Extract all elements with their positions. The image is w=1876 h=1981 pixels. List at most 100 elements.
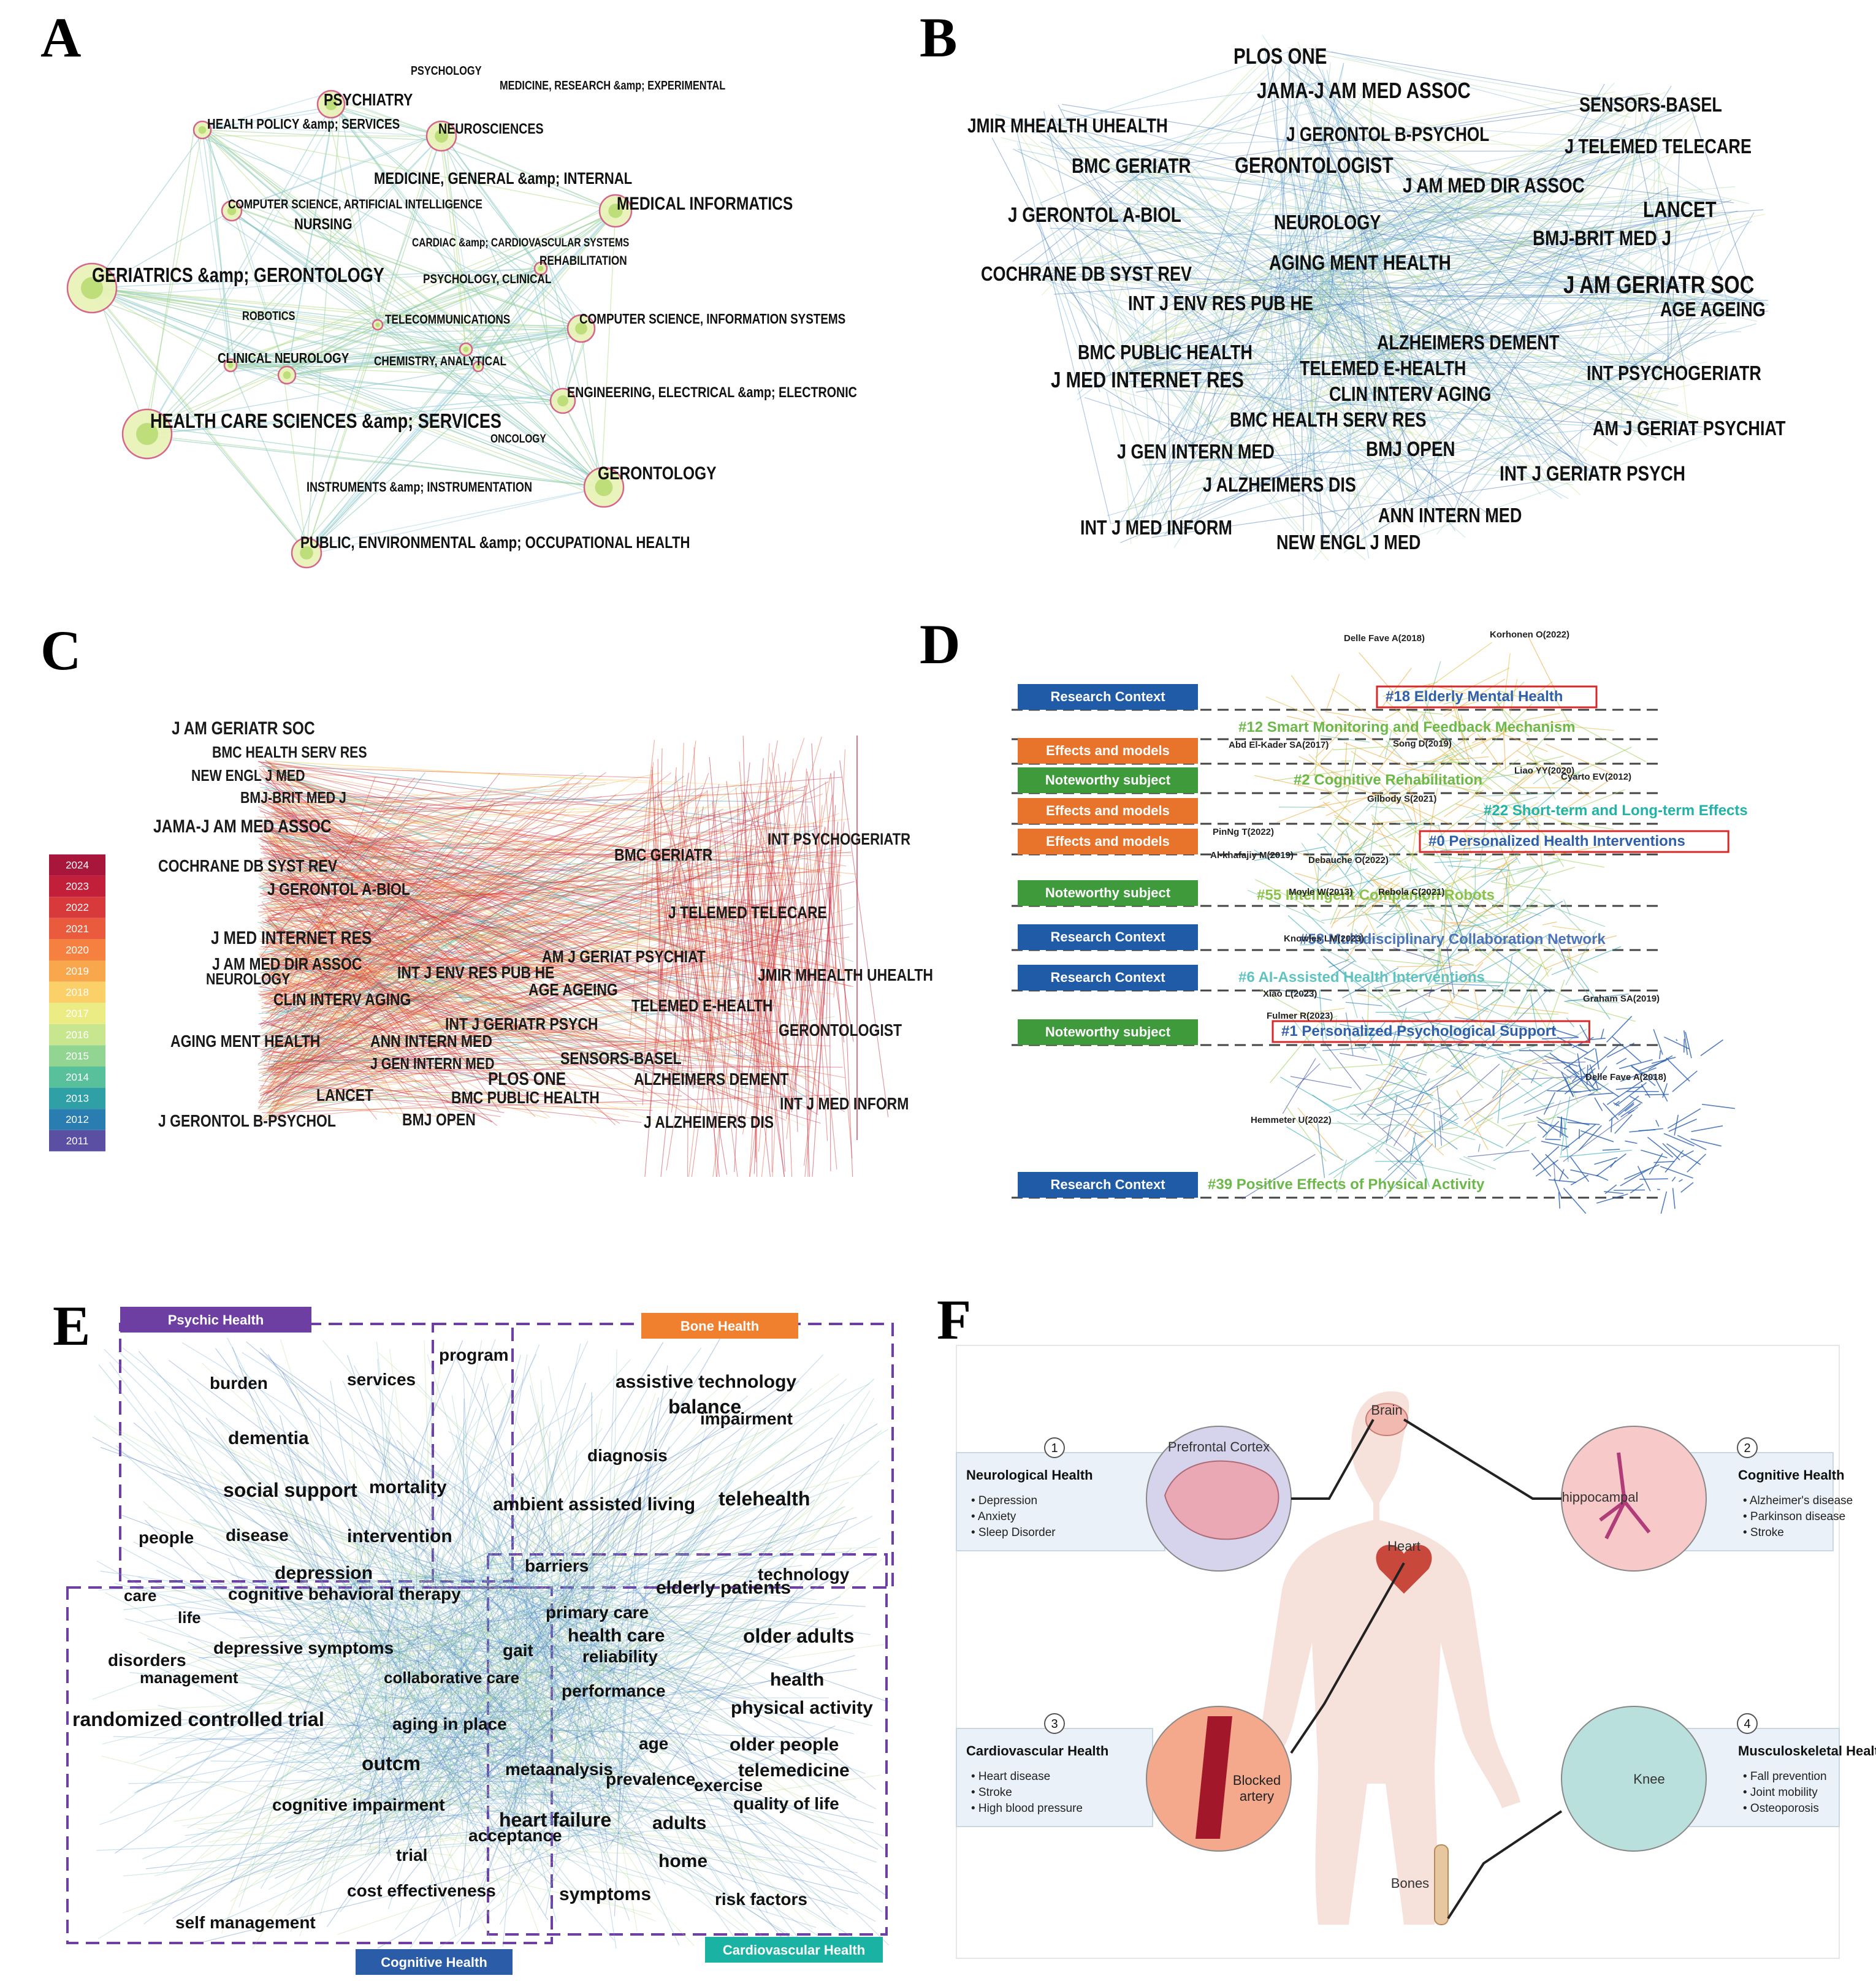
link bbox=[1296, 1063, 1320, 1087]
cluster-label: #2 Cognitive Rehabilitation bbox=[1294, 772, 1482, 788]
keyword: elderly patients bbox=[656, 1578, 791, 1598]
link bbox=[1266, 697, 1315, 718]
legend-year: 2013 bbox=[66, 1093, 89, 1105]
row-tag-label: Effects and models bbox=[1046, 834, 1170, 849]
link bbox=[1465, 1083, 1519, 1120]
link bbox=[1395, 915, 1400, 927]
circle-label: Blocked bbox=[1233, 1773, 1281, 1788]
link bbox=[1595, 1098, 1603, 1111]
keyword: disease bbox=[226, 1526, 289, 1545]
row-tag-label: Research Context bbox=[1050, 929, 1165, 945]
link bbox=[1663, 1083, 1668, 1098]
link bbox=[1687, 1154, 1706, 1173]
link bbox=[283, 370, 307, 553]
legend-year: 2012 bbox=[66, 1114, 89, 1125]
box-item: • Depression bbox=[971, 1494, 1037, 1507]
link bbox=[1335, 817, 1378, 845]
field-label: GERIATRICS &amp; GERONTOLOGY bbox=[92, 265, 384, 287]
row-tag-label: Effects and models bbox=[1046, 743, 1170, 758]
box-item: • Stroke bbox=[971, 1786, 1012, 1799]
row-tag-label: Research Context bbox=[1050, 970, 1165, 985]
field-label: CLINICAL NEUROLOGY bbox=[218, 351, 349, 366]
author-label: Debauche O(2022) bbox=[1308, 855, 1389, 865]
journal-label: INT J ENV RES PUB HE bbox=[1128, 293, 1313, 315]
author-label: Knowles LM(2023) bbox=[1284, 933, 1364, 944]
link bbox=[1493, 1137, 1536, 1161]
field-label: CHEMISTRY, ANALYTICAL bbox=[374, 355, 506, 369]
field-label: MEDICINE, GENERAL &amp; INTERNAL bbox=[374, 170, 632, 188]
link bbox=[1379, 1050, 1427, 1073]
link bbox=[1541, 1141, 1569, 1147]
link bbox=[1553, 858, 1604, 867]
link bbox=[1490, 1005, 1568, 1014]
author-label: Delle Fave A(2018) bbox=[1585, 1072, 1666, 1082]
link bbox=[1611, 1160, 1616, 1167]
link bbox=[1571, 1175, 1588, 1185]
journal-label: BMC GERIATR bbox=[1072, 154, 1191, 177]
panel-c-timeline: 2024202320222021202020192018201720162015… bbox=[0, 613, 956, 1177]
journal-label: J GERONTOL B-PSYCHOL bbox=[158, 1112, 336, 1131]
keyword: exercise bbox=[694, 1776, 763, 1795]
link bbox=[264, 761, 676, 784]
box-item: • Stroke bbox=[1743, 1526, 1784, 1539]
journal-label: J GERONTOL B-PSYCHOL bbox=[1286, 124, 1489, 146]
field-label: GERONTOLOGY bbox=[598, 463, 717, 484]
keyword: social support bbox=[223, 1479, 357, 1501]
journal-label: BMC HEALTH SERV RES bbox=[1230, 409, 1427, 432]
journal-label: AGE AGEING bbox=[528, 981, 618, 1000]
panel-letter: C bbox=[40, 618, 81, 683]
link bbox=[1571, 1157, 1589, 1181]
keyword: people bbox=[139, 1528, 194, 1547]
field-label: HEALTH POLICY &amp; SERVICES bbox=[207, 116, 400, 132]
link bbox=[1504, 968, 1552, 1025]
box-item: • Heart disease bbox=[971, 1770, 1050, 1783]
group-tag-label: Psychic Health bbox=[168, 1312, 264, 1328]
keyword: diagnosis bbox=[587, 1446, 668, 1465]
journal-label: INT J ENV RES PUB HE bbox=[397, 964, 554, 983]
journal-label: COCHRANE DB SYST REV bbox=[981, 264, 1192, 286]
link bbox=[1653, 1029, 1663, 1054]
link bbox=[1647, 1137, 1672, 1157]
row-tag-label: Noteworthy subject bbox=[1045, 772, 1171, 788]
keyword: quality of life bbox=[733, 1794, 839, 1813]
keyword: assistive technology bbox=[616, 1372, 796, 1392]
link bbox=[1630, 1184, 1643, 1193]
number-text: 4 bbox=[1744, 1717, 1750, 1731]
field-label: TELECOMMUNICATIONS bbox=[385, 313, 510, 327]
link bbox=[1666, 1058, 1690, 1081]
number-text: 3 bbox=[1051, 1717, 1058, 1731]
legend-year: 2016 bbox=[66, 1029, 89, 1041]
body-label: Heart bbox=[1387, 1538, 1420, 1554]
keyword: self management bbox=[175, 1913, 316, 1932]
link bbox=[1422, 854, 1489, 861]
keyword: aging in place bbox=[392, 1714, 507, 1733]
author-label: Al-khafajiy M(2019) bbox=[1210, 850, 1294, 861]
journal-label: INT PSYCHOGERIATR bbox=[1587, 363, 1761, 385]
journal-label: J TELEMED TELECARE bbox=[1565, 136, 1752, 158]
journal-label: BMC PUBLIC HEALTH bbox=[451, 1089, 600, 1108]
link bbox=[1291, 1076, 1352, 1088]
link bbox=[208, 1439, 521, 1582]
keyword: program bbox=[439, 1345, 509, 1364]
link bbox=[1550, 1053, 1579, 1074]
link bbox=[1444, 861, 1517, 885]
link bbox=[1526, 898, 1605, 927]
link bbox=[1625, 1104, 1634, 1111]
link bbox=[209, 131, 581, 329]
link bbox=[1286, 1106, 1326, 1162]
legend-year: 2023 bbox=[66, 881, 89, 892]
journal-label: GERONTOLOGIST bbox=[779, 1021, 902, 1040]
legend-year: 2014 bbox=[66, 1071, 89, 1083]
link bbox=[1132, 145, 1304, 492]
row-tag-label: Effects and models bbox=[1046, 803, 1170, 818]
link bbox=[197, 134, 231, 365]
journal-label: J GEN INTERN MED bbox=[370, 1055, 494, 1073]
keyword: cognitive impairment bbox=[272, 1795, 445, 1814]
link bbox=[1368, 1143, 1417, 1181]
journal-label: J MED INTERNET RES bbox=[211, 927, 372, 948]
journal-label: J AM MED DIR ASSOC bbox=[1403, 173, 1585, 197]
link bbox=[1542, 922, 1557, 925]
journal-label: AGING MENT HEALTH bbox=[170, 1032, 320, 1051]
